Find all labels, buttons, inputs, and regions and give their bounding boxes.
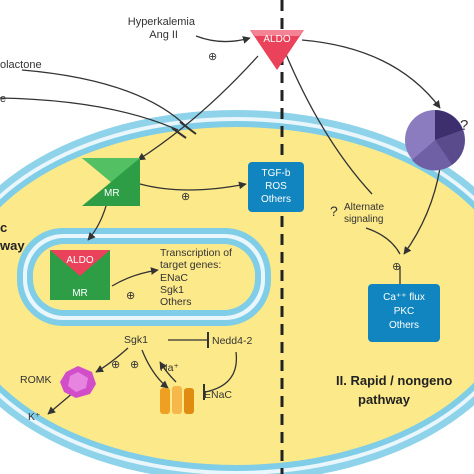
left-pathway-line1: c bbox=[0, 220, 7, 235]
right-pathway-line2: pathway bbox=[358, 392, 411, 407]
k-label: K⁺ bbox=[28, 411, 41, 423]
arrow-mr-to-nucleus bbox=[87, 205, 107, 241]
ca-line2: PKC bbox=[394, 306, 415, 317]
ca-box: Ca⁺⁺ flux PKC Others bbox=[368, 284, 440, 342]
mineralocorticoid-receptor: MR bbox=[82, 158, 140, 206]
alternate-question: ? bbox=[330, 203, 338, 219]
enac-label: ENaC bbox=[204, 389, 232, 401]
inhibit-line-nedd-enac bbox=[204, 351, 238, 393]
stimulus-spironolactone: olactone bbox=[0, 59, 42, 71]
plus-ca: ⊕ bbox=[392, 261, 401, 273]
romk-label: ROMK bbox=[20, 374, 52, 386]
nedd-label: Nedd4-2 bbox=[212, 335, 252, 347]
arrow-stimuli-to-aldo bbox=[195, 35, 251, 44]
na-label: Na⁺ bbox=[160, 362, 179, 374]
right-pathway-line1: II. Rapid / nongeno bbox=[336, 373, 452, 388]
inhibit-line-2 bbox=[0, 97, 179, 131]
transcription-text: Transcription of target genes: ENaC Sgk1… bbox=[160, 247, 232, 308]
membrane-labels: Sgk1 Nedd4-2 ROMK Na⁺ ENaC K⁺ bbox=[20, 334, 252, 423]
stimuli: Hyperkalemia Ang II olactone e bbox=[0, 16, 196, 105]
aldo-ligand: ALDO bbox=[250, 30, 304, 70]
gene-others: Others bbox=[160, 296, 192, 308]
nuclear-aldo-mr-complex: ALDO MR bbox=[50, 250, 110, 300]
tgf-box: TGF-b ROS Others bbox=[248, 162, 304, 212]
stimulus-hyperkalemia: Hyperkalemia bbox=[128, 16, 196, 28]
pathway-titles: c way II. Rapid / nongeno pathway bbox=[0, 220, 452, 407]
arrow-na-influx bbox=[159, 361, 177, 383]
mr-label: MR bbox=[104, 188, 120, 199]
tgf-line3: Others bbox=[261, 194, 291, 205]
receptor-question: ? bbox=[460, 117, 468, 134]
stimulus-left-mid: e bbox=[0, 93, 6, 105]
plus-enac: ⊕ bbox=[130, 359, 139, 371]
arrow-sgk1-to-enac bbox=[141, 349, 169, 389]
arrows bbox=[0, 35, 441, 415]
transcription-line1: Transcription of bbox=[160, 247, 232, 259]
membrane-receptor: ? bbox=[405, 110, 468, 171]
sgk1-label: Sgk1 bbox=[124, 334, 148, 346]
plus-aldo: ⊕ bbox=[208, 51, 217, 63]
arrow-sgk1-to-romk bbox=[95, 347, 129, 373]
arrow-nuclear-to-transcription bbox=[111, 267, 159, 287]
arrow-receptor-to-ca bbox=[403, 167, 441, 255]
left-pathway-line2: way bbox=[0, 238, 25, 253]
inhibit-bar-1 bbox=[179, 121, 197, 135]
alternate-line1: Alternate bbox=[344, 202, 384, 213]
alternate-line2: signaling bbox=[344, 214, 383, 225]
enac-channel bbox=[160, 386, 194, 414]
stimulus-ang2: Ang II bbox=[149, 29, 178, 41]
receptor-segment-3 bbox=[412, 140, 452, 171]
arrow-mr-to-tgf bbox=[139, 181, 247, 191]
gene-sgk1: Sgk1 bbox=[160, 284, 184, 296]
line-aldo-to-alternate bbox=[284, 51, 373, 195]
ca-line1: Ca⁺⁺ flux bbox=[383, 292, 425, 303]
arrow-aldo-to-receptor bbox=[301, 39, 441, 109]
arrow-k-efflux bbox=[47, 391, 75, 415]
ca-line3: Others bbox=[389, 320, 419, 331]
nuclear-aldo-label: ALDO bbox=[66, 255, 93, 266]
receptor-segment-2 bbox=[435, 130, 465, 165]
plus-symbols: ⊕ ⊕ ⊕ ⊕ ⊕ ⊕ bbox=[111, 51, 401, 371]
plus-transcription: ⊕ bbox=[126, 290, 135, 302]
tgf-line1: TGF-b bbox=[262, 168, 291, 179]
romk-channel bbox=[60, 366, 96, 398]
line-alternate-to-ca bbox=[365, 227, 401, 255]
tgf-line2: ROS bbox=[265, 181, 287, 192]
transcription-line2: target genes: bbox=[160, 259, 221, 271]
gene-enac: ENaC bbox=[160, 272, 188, 284]
inhibit-line-spironolactone bbox=[21, 69, 189, 129]
plus-tgf: ⊕ bbox=[181, 191, 190, 203]
plus-romk: ⊕ bbox=[111, 359, 120, 371]
aldo-label: ALDO bbox=[263, 34, 290, 45]
arrow-aldo-to-mr bbox=[137, 55, 259, 161]
inhibit-bar-2 bbox=[171, 127, 187, 139]
alternate-signaling: ? Alternate signaling bbox=[330, 202, 384, 225]
nuclear-mr-label: MR bbox=[72, 288, 88, 299]
